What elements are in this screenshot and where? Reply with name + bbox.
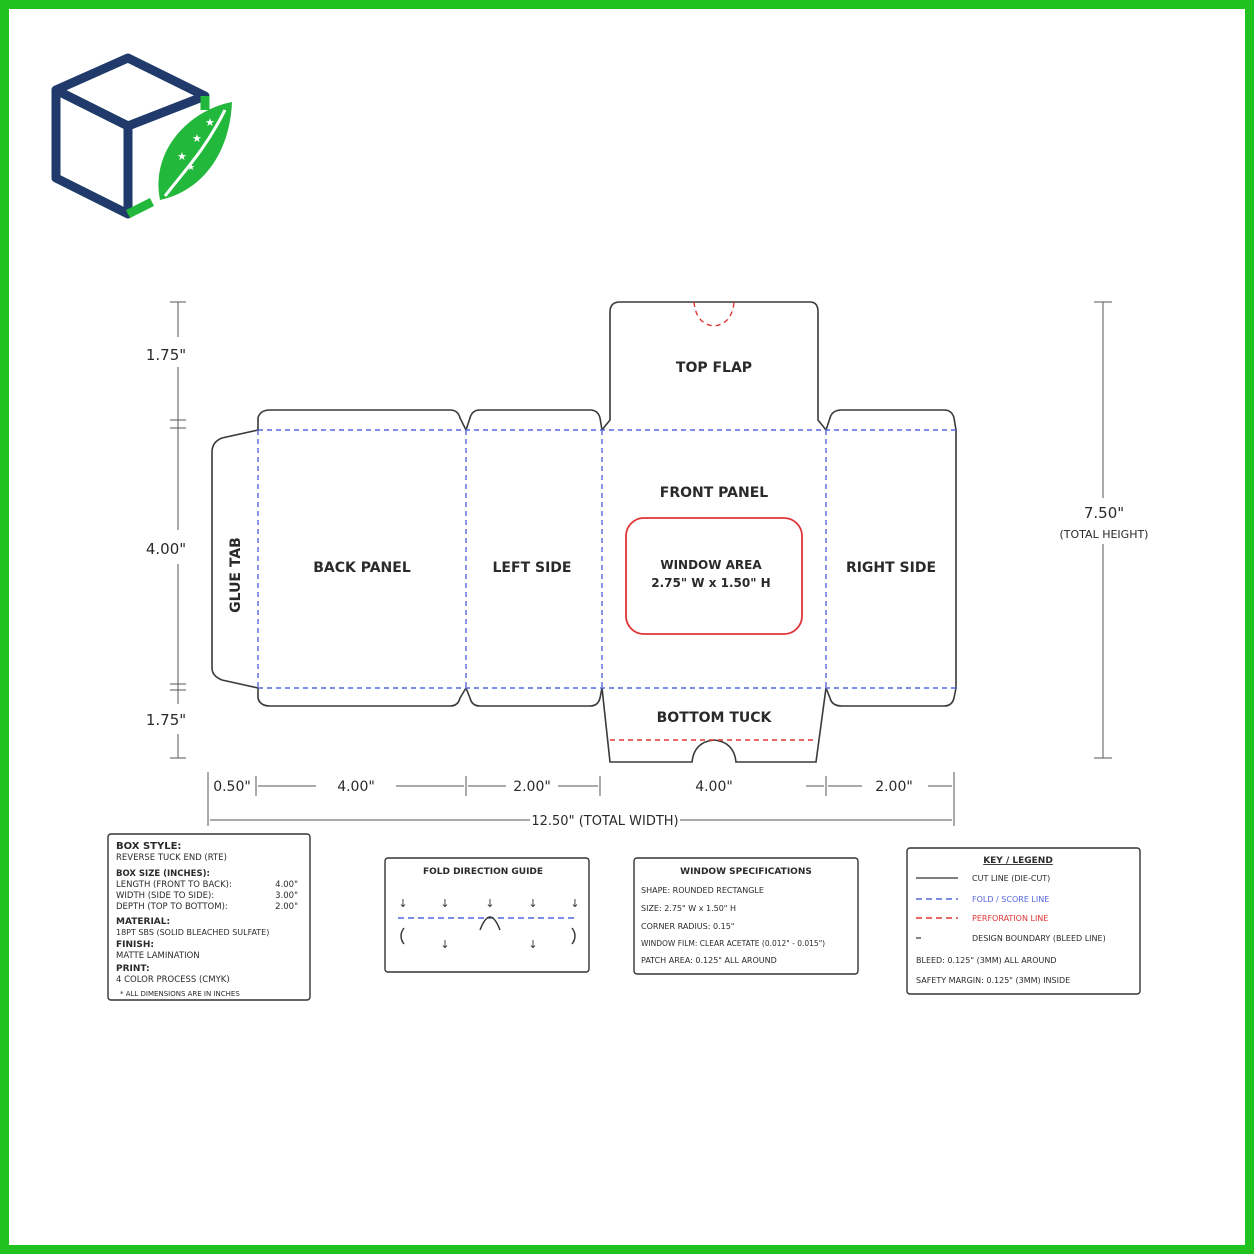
fold-lines [257,429,956,689]
width-label: WIDTH (SIDE TO SIDE): [116,891,214,901]
finish-label: FINISH: [116,940,154,950]
left-side-outline [465,409,603,431]
legend-title: KEY / LEGEND [983,856,1053,866]
window-area-title: WINDOW AREA [660,558,762,572]
front-panel-label: FRONT PANEL [660,485,768,501]
cut-lines [211,301,957,763]
dim-total-height: 7.50" [1084,504,1124,522]
print-label: PRINT: [116,964,150,974]
material-value: 18PT SBS (SOLID BLEACHED SULFATE) [116,928,269,937]
legend-fold: FOLD / SCORE LINE [972,895,1049,904]
box-style-value: REVERSE TUCK END (RTE) [116,853,227,863]
top-flap-label: TOP FLAP [676,360,752,376]
svg-text:★: ★ [205,117,215,129]
left-side-label: LEFT SIDE [493,560,572,576]
window-spec-panel: WINDOW SPECIFICATIONS SHAPE: ROUNDED REC… [633,857,859,975]
right-side-outline [825,409,957,707]
legend-perforation: PERFORATION LINE [972,914,1048,923]
dim-top-flap-height: 1.75" [146,346,186,364]
legend-bleed: BLEED: 0.125" (3MM) ALL AROUND [916,956,1057,965]
dim-panel-height: 4.00" [146,540,186,558]
dim-left-side-width: 2.00" [513,779,551,795]
svg-text:↓: ↓ [528,897,537,910]
box-spec-panel: BOX STYLE: REVERSE TUCK END (RTE) BOX SI… [107,833,311,1001]
dim-total-height-note: (TOTAL HEIGHT) [1060,528,1149,541]
bottom-dimension-lines [207,772,955,826]
print-value: 4 COLOR PROCESS (CMYK) [116,975,230,985]
depth-value: 2.00" [275,902,298,912]
legend-panel: KEY / LEGEND CUT LINE (DIE-CUT) FOLD / S… [906,847,1141,995]
svg-text:↓: ↓ [485,897,494,910]
svg-text:↓: ↓ [570,897,579,910]
width-value: 3.00" [275,891,298,901]
svg-text:↓: ↓ [398,897,407,910]
window-film: WINDOW FILM: CLEAR ACETATE (0.012" - 0.0… [641,939,825,948]
length-label: LENGTH (FRONT TO BACK): [116,880,232,890]
dim-bottom-tuck-height: 1.75" [146,711,186,729]
window-shape: SHAPE: ROUNDED RECTANGLE [641,886,764,895]
dim-right-side-width: 2.00" [875,779,913,795]
window-size: SIZE: 2.75" W x 1.50" H [641,904,736,913]
svg-text:★: ★ [177,151,187,163]
legend-safety-margin: SAFETY MARGIN: 0.125" (3MM) INSIDE [916,976,1070,985]
perforation-lines [610,301,816,741]
dim-total-width: 12.50" (TOTAL WIDTH) [531,814,678,829]
fold-guide-title: FOLD DIRECTION GUIDE [423,867,543,877]
glue-tab-outline [211,429,259,689]
svg-text:↓: ↓ [440,897,449,910]
window-spec-title: WINDOW SPECIFICATIONS [680,867,812,877]
depth-label: DEPTH (TOP TO BOTTOM): [116,902,228,912]
bottom-tuck-label: BOTTOM TUCK [657,710,773,726]
box-leaf-logo: ★ ★ ★ ★ [51,53,232,219]
right-side-label: RIGHT SIDE [846,560,936,576]
window-area [625,517,803,635]
top-flap-outline [601,301,827,431]
svg-text:★: ★ [192,133,202,145]
finish-value: MATTE LAMINATION [116,951,200,961]
back-panel-label: BACK PANEL [313,560,411,576]
window-corner-radius: CORNER RADIUS: 0.15" [641,922,734,931]
dim-front-width: 4.00" [695,779,733,795]
glue-tab-label: GLUE TAB [228,537,244,613]
fold-direction-panel: FOLD DIRECTION GUIDE ↓ ↓ ↓ ↓ ↓ ↓ ↓ [384,857,590,973]
dim-glue-width: 0.50" [213,779,251,795]
box-style-label: BOX STYLE: [116,841,181,852]
window-patch-area: PATCH AREA: 0.125" ALL AROUND [641,956,777,965]
svg-text:↓: ↓ [528,938,537,951]
legend-bleed-line: DESIGN BOUNDARY (BLEED LINE) [972,934,1106,943]
length-value: 4.00" [275,880,298,890]
legend-cut: CUT LINE (DIE-CUT) [972,874,1050,883]
back-panel-outline [257,409,467,431]
window-area-size: 2.75" W x 1.50" H [651,576,770,590]
footnote: * ALL DIMENSIONS ARE IN INCHES [120,990,240,998]
box-size-label: BOX SIZE (INCHES): [116,869,210,879]
material-label: MATERIAL: [116,917,170,927]
dim-back-width: 4.00" [337,779,375,795]
svg-text:↓: ↓ [440,938,449,951]
svg-text:★: ★ [187,162,195,172]
